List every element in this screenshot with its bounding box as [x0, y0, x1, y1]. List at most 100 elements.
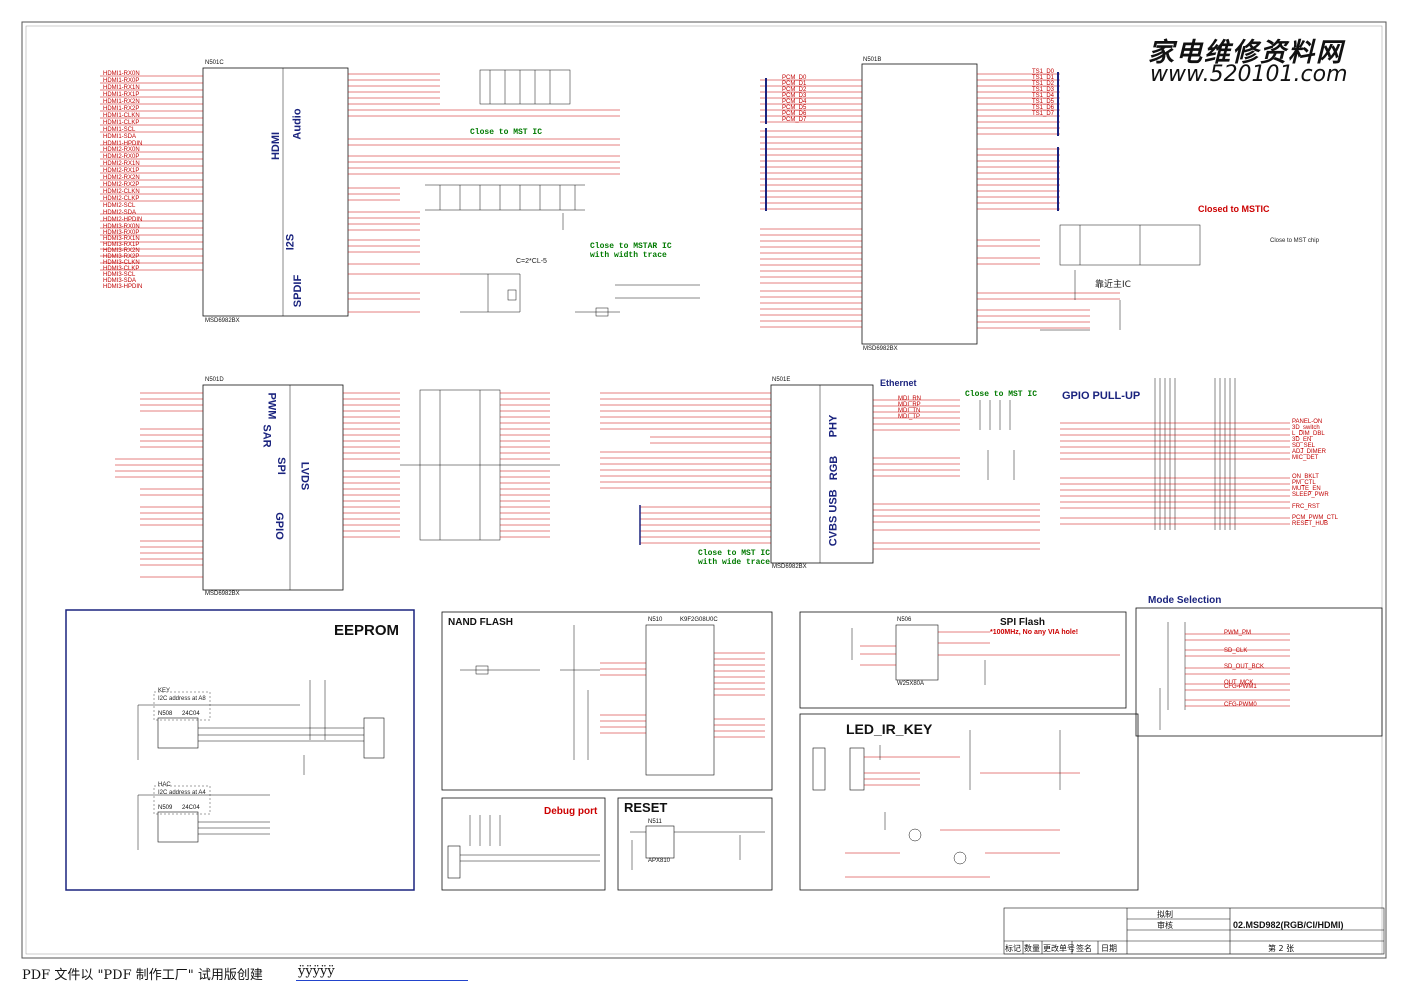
tb-rev-2: 更改单号 — [1043, 944, 1075, 953]
section-mode: Mode Selection — [1148, 595, 1222, 606]
chip-n501c: N501C — [205, 60, 224, 66]
sig-ts1-d4: TS1_D4 — [1032, 93, 1055, 99]
sig-hdmi2-6: HDMI2-CLKN — [103, 189, 140, 195]
section-reset: RESET — [624, 800, 668, 815]
chip-n501b: N501B — [863, 57, 882, 63]
section-spi: SPI — [274, 457, 287, 475]
sig-pcm-d5: PCM_D5 — [782, 105, 807, 111]
chip-n508: N508 — [158, 711, 173, 717]
section-phy: PHY — [827, 414, 840, 438]
section-gpio: GPIO — [272, 512, 285, 540]
section-spdif: SPDIF — [292, 274, 305, 308]
section-usb: USB — [827, 489, 840, 513]
sig-ts1-d0: TS1_D0 — [1032, 69, 1055, 75]
sig-gpio2-4: FRC_RST — [1292, 504, 1320, 510]
note-close-mst-ic2: Close to MST IC — [965, 390, 1038, 399]
sig-mode-0: PWM_PM — [1224, 630, 1251, 636]
note-kaojin: 靠近主IC — [1095, 280, 1131, 290]
sig-pcm-d0: PCM_D0 — [782, 75, 807, 81]
sig-ts1-d7: TS1_D7 — [1032, 111, 1055, 117]
sig-hdmi2-3: HDMI2-RX1P — [103, 168, 140, 174]
watermark-cn: 家电维修资料网 — [1148, 38, 1345, 68]
sig-gpio-2: L_DIM_DBL — [1292, 431, 1325, 437]
sig-hdmi1-2: HDMI1-RX1N — [103, 85, 140, 91]
sig-mdi-rn: MDI_RN — [898, 396, 922, 402]
sig-hdmi1-5: HDMI1-RX2P — [103, 106, 140, 112]
chip-n501e-part: MSD6982BX — [772, 564, 807, 570]
tb-doc: 02.MSD982(RGB/CI/HDMI) — [1233, 920, 1344, 930]
section-debug: Debug port — [544, 806, 598, 817]
sig-hdmi2-2: HDMI2-RX1N — [103, 161, 140, 167]
sig-hdmi1-9: HDMI1-SDA — [103, 134, 137, 140]
sig-pcm-d6: PCM_D6 — [782, 111, 807, 117]
tb-check: 审核 — [1157, 921, 1173, 930]
sig-mode-5: CFG-PWM0 — [1224, 702, 1257, 708]
sig-ts1-d3: TS1_D3 — [1032, 87, 1055, 93]
section-spi-flash: SPI Flash — [1000, 617, 1046, 628]
note-i2c-a4: I2C address at A4 — [158, 790, 206, 796]
note-key: KEY — [158, 688, 171, 694]
chip-n506: N506 — [897, 617, 912, 623]
section-audio: Audio — [291, 108, 304, 140]
sig-gpio-1: 3D_switch — [1292, 425, 1320, 431]
chip-n501d-part: MSD6982BX — [205, 591, 240, 597]
watermark-url: www.520101.com — [1150, 62, 1348, 87]
sig-hdmi3-7: HDMI3-CLKP — [103, 266, 140, 272]
chip-n509: N509 — [158, 805, 173, 811]
sig-ts1-d2: TS1_D2 — [1032, 81, 1055, 87]
sig-gpio2-2: MUTE_EN — [1292, 486, 1321, 492]
sig-hdmi3-9: HDMI3-SDA — [103, 278, 137, 284]
sig-mode-2: SD_OUT_BCK — [1224, 664, 1265, 670]
sig-mdi-tp: MDI_TP — [898, 414, 921, 420]
sig-hdmi3-3: HDMI3-RX1P — [103, 242, 140, 248]
chip-n501c-part: MSD6982BX — [205, 318, 240, 324]
note-close-mst: Close to MST IC — [470, 128, 543, 137]
chip-n508-part: 24C04 — [182, 711, 200, 717]
note-c-formula: C=2*CL-5 — [516, 258, 547, 265]
chip-n501d: N501D — [205, 377, 224, 383]
sig-hdmi1-8: HDMI1-SCL — [103, 127, 136, 133]
sig-mode-3: OUT_MCK — [1224, 680, 1254, 686]
footer-link[interactable]: ÿÿÿÿÿ — [298, 964, 335, 979]
sig-mode-4: CFG-PWM1 — [1224, 684, 1257, 690]
note-closed-mstic: Closed to MSTIC — [1198, 204, 1270, 214]
sig-hdmi3-0: HDMI3-RX0N — [103, 224, 140, 230]
section-eeprom: EEPROM — [334, 622, 400, 639]
sig-hdmi1-1: HDMI1-RX0P — [103, 78, 140, 84]
section-led-ir-key: LED_IR_KEY — [846, 721, 933, 737]
sig-hdmi3-5: HDMI3-RX2P — [103, 254, 140, 260]
sig-gpio3-0: PCM_PWM_CTL — [1292, 515, 1339, 521]
sig-gpio2-0: ON_BKLT — [1292, 474, 1319, 480]
sig-gpio3-1: RESET_HUB — [1292, 521, 1329, 527]
sig-pcm-d7: PCM_D7 — [782, 117, 807, 123]
sig-gpio-0: PANEL-ON — [1292, 419, 1323, 425]
sig-mode-1: SD_CLK — [1224, 648, 1248, 654]
section-nand: NAND FLASH — [448, 617, 513, 628]
tb-rev-1: 数量 — [1024, 944, 1040, 953]
chip-n506-part: W25X80A — [897, 681, 925, 687]
note-close-mst-ic3: Close to MST IC — [698, 549, 771, 558]
sig-hdmi3-4: HDMI3-RX2N — [103, 248, 140, 254]
sig-hdmi2-9: HDMI2-SDA — [103, 210, 137, 216]
chip-n501b-part: MSD6982BX — [863, 346, 898, 352]
section-rgb: RGB — [828, 455, 841, 481]
sig-ts1-d6: TS1_D6 — [1032, 105, 1055, 111]
section-gpio-pullup: GPIO PULL-UP — [1062, 390, 1141, 402]
chip-n511: N511 — [648, 819, 662, 825]
sig-hdmi1-7: HDMI1-CLKP — [103, 120, 140, 126]
sig-hdmi3-10: HDMI3-HPDIN — [103, 284, 143, 290]
sig-hdmi3-8: HDMI3-SCL — [103, 272, 136, 278]
sig-hdmi2-1: HDMI2-RX0P — [103, 154, 140, 160]
footer-underline — [296, 980, 468, 981]
sig-hdmi1-10: HDMI1-HPDIN — [103, 141, 143, 147]
note-close-mst-chip: Close to MST chip — [1270, 238, 1319, 244]
sig-gpio-5: ADJ_DIMER — [1292, 449, 1327, 455]
tb-rev-3: 签名 — [1076, 944, 1092, 953]
sig-hdmi2-10: HDMI2-HPDIN — [103, 217, 143, 223]
sig-ts1-d1: TS1_D1 — [1032, 75, 1055, 81]
note-i2c-a8: I2C address at A8 — [158, 696, 206, 702]
section-cvbs: CVBS — [827, 515, 840, 547]
sig-hdmi3-6: HDMI3-CLKN — [103, 260, 140, 266]
chip-n510: N510 — [648, 617, 663, 623]
